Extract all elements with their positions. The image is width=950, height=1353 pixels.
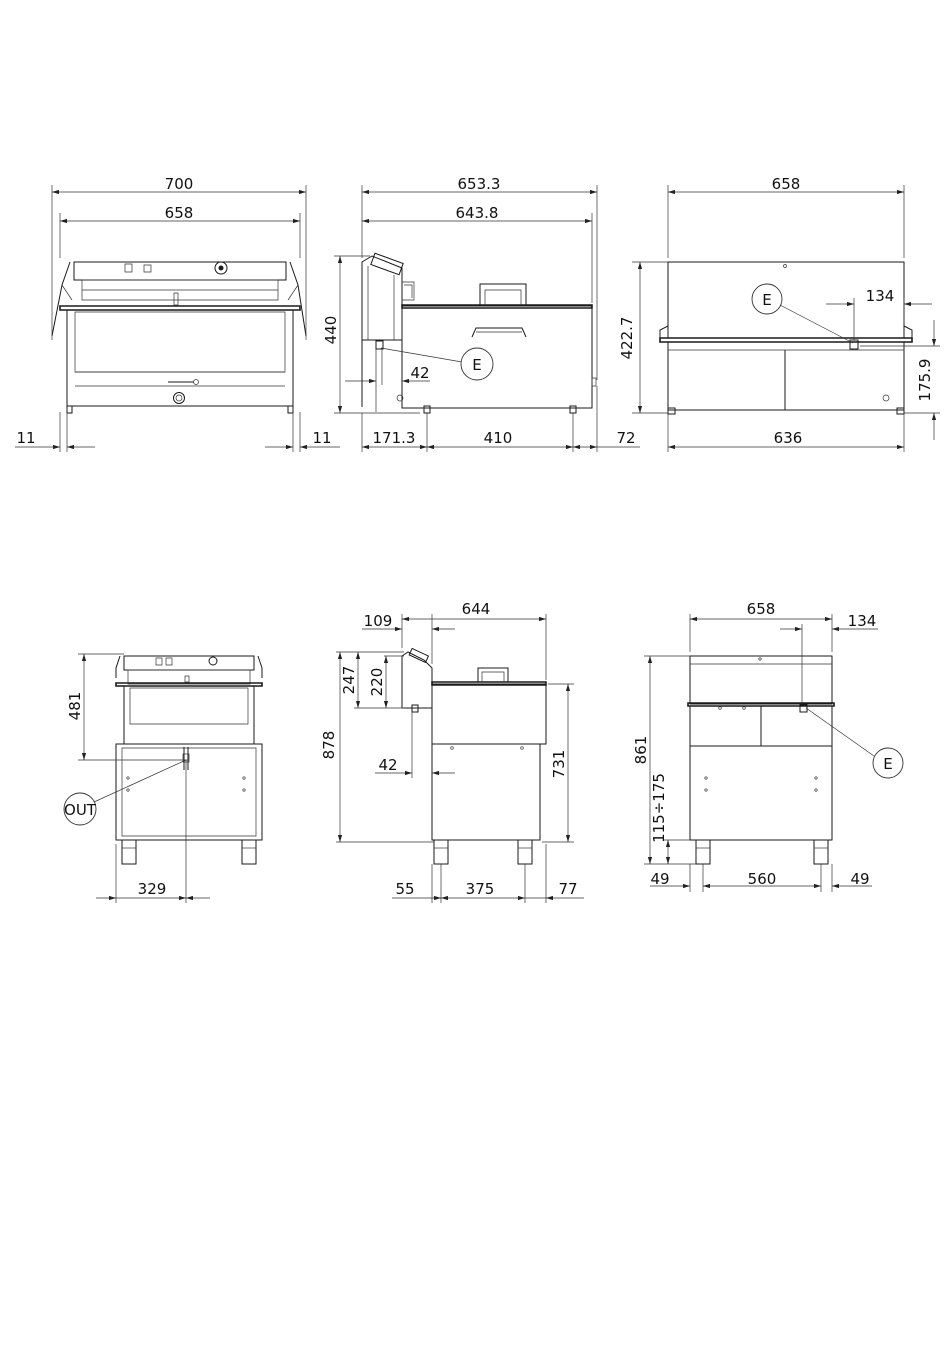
dim-bottom-front-height: 481 bbox=[66, 692, 84, 721]
dim-side-depth-overall: 653.3 bbox=[458, 175, 501, 193]
top-rear-view: E 658 422.7 134 175.9 636 bbox=[618, 175, 940, 452]
dim-rear-width: 658 bbox=[772, 175, 801, 193]
dim-bottom-rear-width: 658 bbox=[747, 600, 776, 618]
dim-bottom-side-front: 77 bbox=[558, 880, 577, 898]
dim-bottom-rear-side-right: 49 bbox=[850, 870, 869, 888]
dim-rear-feet: 636 bbox=[774, 429, 803, 447]
dim-side-front: 72 bbox=[616, 429, 635, 447]
dim-side-offset: 42 bbox=[410, 364, 429, 382]
dim-bottom-rear-outlet: 134 bbox=[848, 612, 877, 630]
dim-bottom-side-offset: 42 bbox=[378, 756, 397, 774]
dim-front-side-right: 11 bbox=[312, 429, 331, 447]
dim-bottom-side-feet: 375 bbox=[466, 880, 495, 898]
dim-bottom-rear-feet: 560 bbox=[748, 870, 777, 888]
dim-side-rear: 171.3 bbox=[373, 429, 416, 447]
dim-bottom-rear-height: 861 bbox=[632, 736, 650, 765]
dim-bottom-side-head: 109 bbox=[364, 612, 393, 630]
bottom-front-view: OUT 481 329 bbox=[64, 654, 262, 903]
dim-rear-outlet-height: 175.9 bbox=[916, 359, 934, 402]
dim-bottom-rear-side-left: 49 bbox=[650, 870, 669, 888]
callout-bottom-rear-e: E bbox=[883, 755, 892, 773]
bottom-rear-view: E 658 134 861 115÷175 49 560 49 bbox=[632, 600, 903, 892]
top-side-view: E 653.3 643.8 440 42 171.3 410 72 bbox=[322, 175, 640, 452]
dim-bottom-side-height: 878 bbox=[320, 731, 338, 760]
dim-side-height: 440 bbox=[322, 316, 340, 345]
dim-bottom-front-outlet: 329 bbox=[138, 880, 167, 898]
dim-front-side-left: 11 bbox=[16, 429, 35, 447]
callout-out: OUT bbox=[64, 801, 97, 819]
dim-bottom-side-h2: 220 bbox=[368, 668, 386, 697]
dim-side-depth-body: 643.8 bbox=[456, 204, 499, 222]
dim-rear-outlet-offset: 134 bbox=[866, 287, 895, 305]
dim-front-width-overall: 700 bbox=[165, 175, 194, 193]
dim-front-width-body: 658 bbox=[165, 204, 194, 222]
dim-side-feet: 410 bbox=[484, 429, 513, 447]
callout-side-e: E bbox=[472, 356, 481, 374]
dim-bottom-side-h1: 247 bbox=[340, 666, 358, 695]
top-front-view: 700 658 11 11 bbox=[15, 175, 340, 452]
dim-rear-height: 422.7 bbox=[618, 317, 636, 360]
dim-bottom-side-depth: 644 bbox=[462, 600, 491, 618]
dim-bottom-rear-legs: 115÷175 bbox=[650, 773, 668, 843]
callout-rear-e: E bbox=[762, 291, 771, 309]
dim-bottom-side-rear: 55 bbox=[395, 880, 414, 898]
dim-bottom-side-cabinet: 731 bbox=[550, 750, 568, 779]
bottom-side-view: 109 644 247 220 878 42 731 55 375 77 bbox=[320, 600, 584, 903]
